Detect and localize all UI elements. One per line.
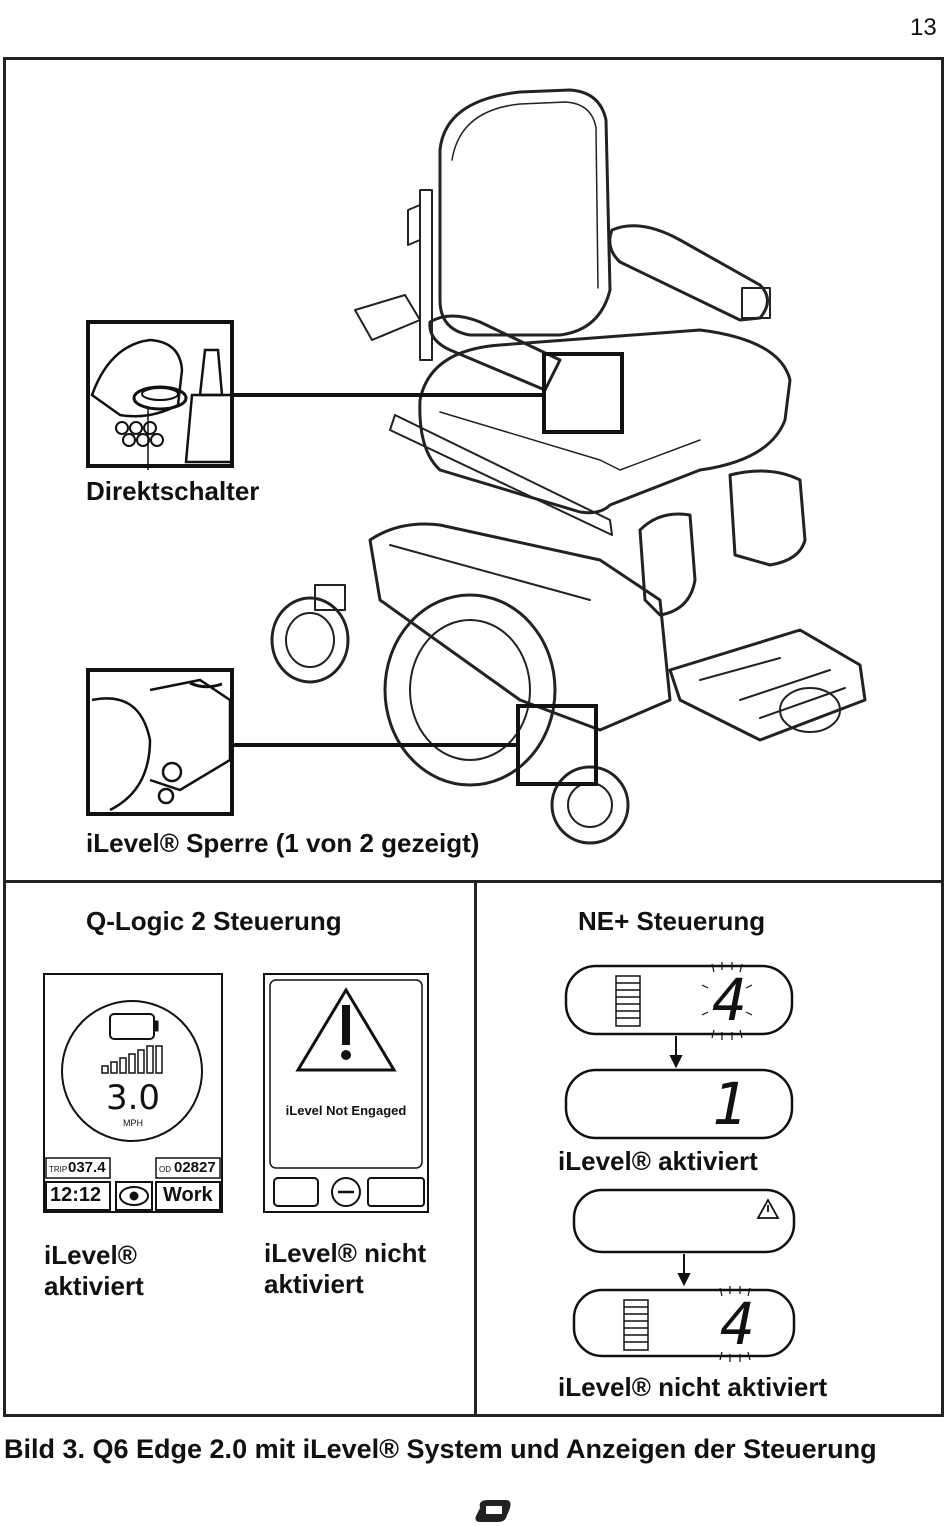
qlogic-screen-engaged xyxy=(43,973,223,1213)
warning-text: iLevel Not Engaged xyxy=(285,1103,407,1118)
speed-unit: MPH xyxy=(123,1118,143,1128)
neplus-displays xyxy=(564,962,796,1362)
base-frame xyxy=(368,522,672,732)
drive-wheel xyxy=(383,593,557,787)
caption-line: iLevel® nicht xyxy=(264,1238,427,1268)
qlogic-screen-not-engaged xyxy=(263,973,429,1213)
neplus-digit-steady: 1 xyxy=(712,1070,747,1138)
caption-line: aktiviert xyxy=(44,1271,144,1301)
backrest xyxy=(438,88,612,337)
qlogic-not-engaged-caption: iLevel® nicht aktiviert xyxy=(264,1238,426,1300)
signal-bars-icon xyxy=(101,1045,163,1074)
lock-label: iLevel® Sperre (1 von 2 gezeigt) xyxy=(86,828,480,858)
callout-lock xyxy=(516,704,598,786)
qlogic-engaged-caption: iLevel® aktiviert xyxy=(44,1240,144,1302)
divider-vertical xyxy=(474,880,477,1417)
eye-icon xyxy=(119,1186,149,1206)
neplus-engaged-caption: iLevel® aktiviert xyxy=(558,1146,758,1176)
direct-switch-label: Direktschalter xyxy=(86,476,260,506)
od-label: OD xyxy=(159,1165,171,1174)
neplus-heading: NE+ Steuerung xyxy=(578,906,766,936)
footplate xyxy=(668,628,867,742)
legrest-pad-2 xyxy=(728,469,807,567)
minus-icon xyxy=(331,1177,361,1207)
speed-value: 3.0 xyxy=(105,1078,161,1118)
neplus-not-engaged-caption: iLevel® nicht aktiviert xyxy=(558,1372,828,1402)
figure-caption: Bild 3. Q6 Edge 2.0 mit iLevel® System u… xyxy=(4,1434,877,1464)
battery-icon xyxy=(109,1013,155,1040)
small-warning-icon xyxy=(756,1198,780,1219)
trip-label: TRIP xyxy=(49,1165,68,1174)
seat-cushion xyxy=(418,328,792,515)
brand-logo-icon xyxy=(475,1500,511,1522)
arrow-down-icon xyxy=(669,1036,691,1287)
time-display: 12:12 xyxy=(50,1184,102,1206)
divider-horizontal xyxy=(3,880,944,883)
armrest-right xyxy=(608,224,769,322)
neplus-digit-flashing-2: 4 xyxy=(720,1290,755,1358)
caption-line: iLevel® xyxy=(44,1240,137,1270)
od-value: 02827 xyxy=(174,1159,216,1176)
legrest-pad-1 xyxy=(638,512,697,617)
zoom-direct-switch xyxy=(86,320,234,470)
page-number: 13 xyxy=(910,14,937,41)
zoom-lock xyxy=(86,668,234,816)
mode-display: Work xyxy=(163,1184,213,1206)
trip-value: 037.4 xyxy=(68,1159,106,1176)
warning-triangle-icon xyxy=(295,987,397,1072)
qlogic-heading: Q-Logic 2 Steuerung xyxy=(86,906,342,936)
figure-frame xyxy=(3,57,944,1417)
caption-line: aktiviert xyxy=(264,1269,364,1299)
neplus-digit-flashing: 4 xyxy=(712,966,747,1034)
